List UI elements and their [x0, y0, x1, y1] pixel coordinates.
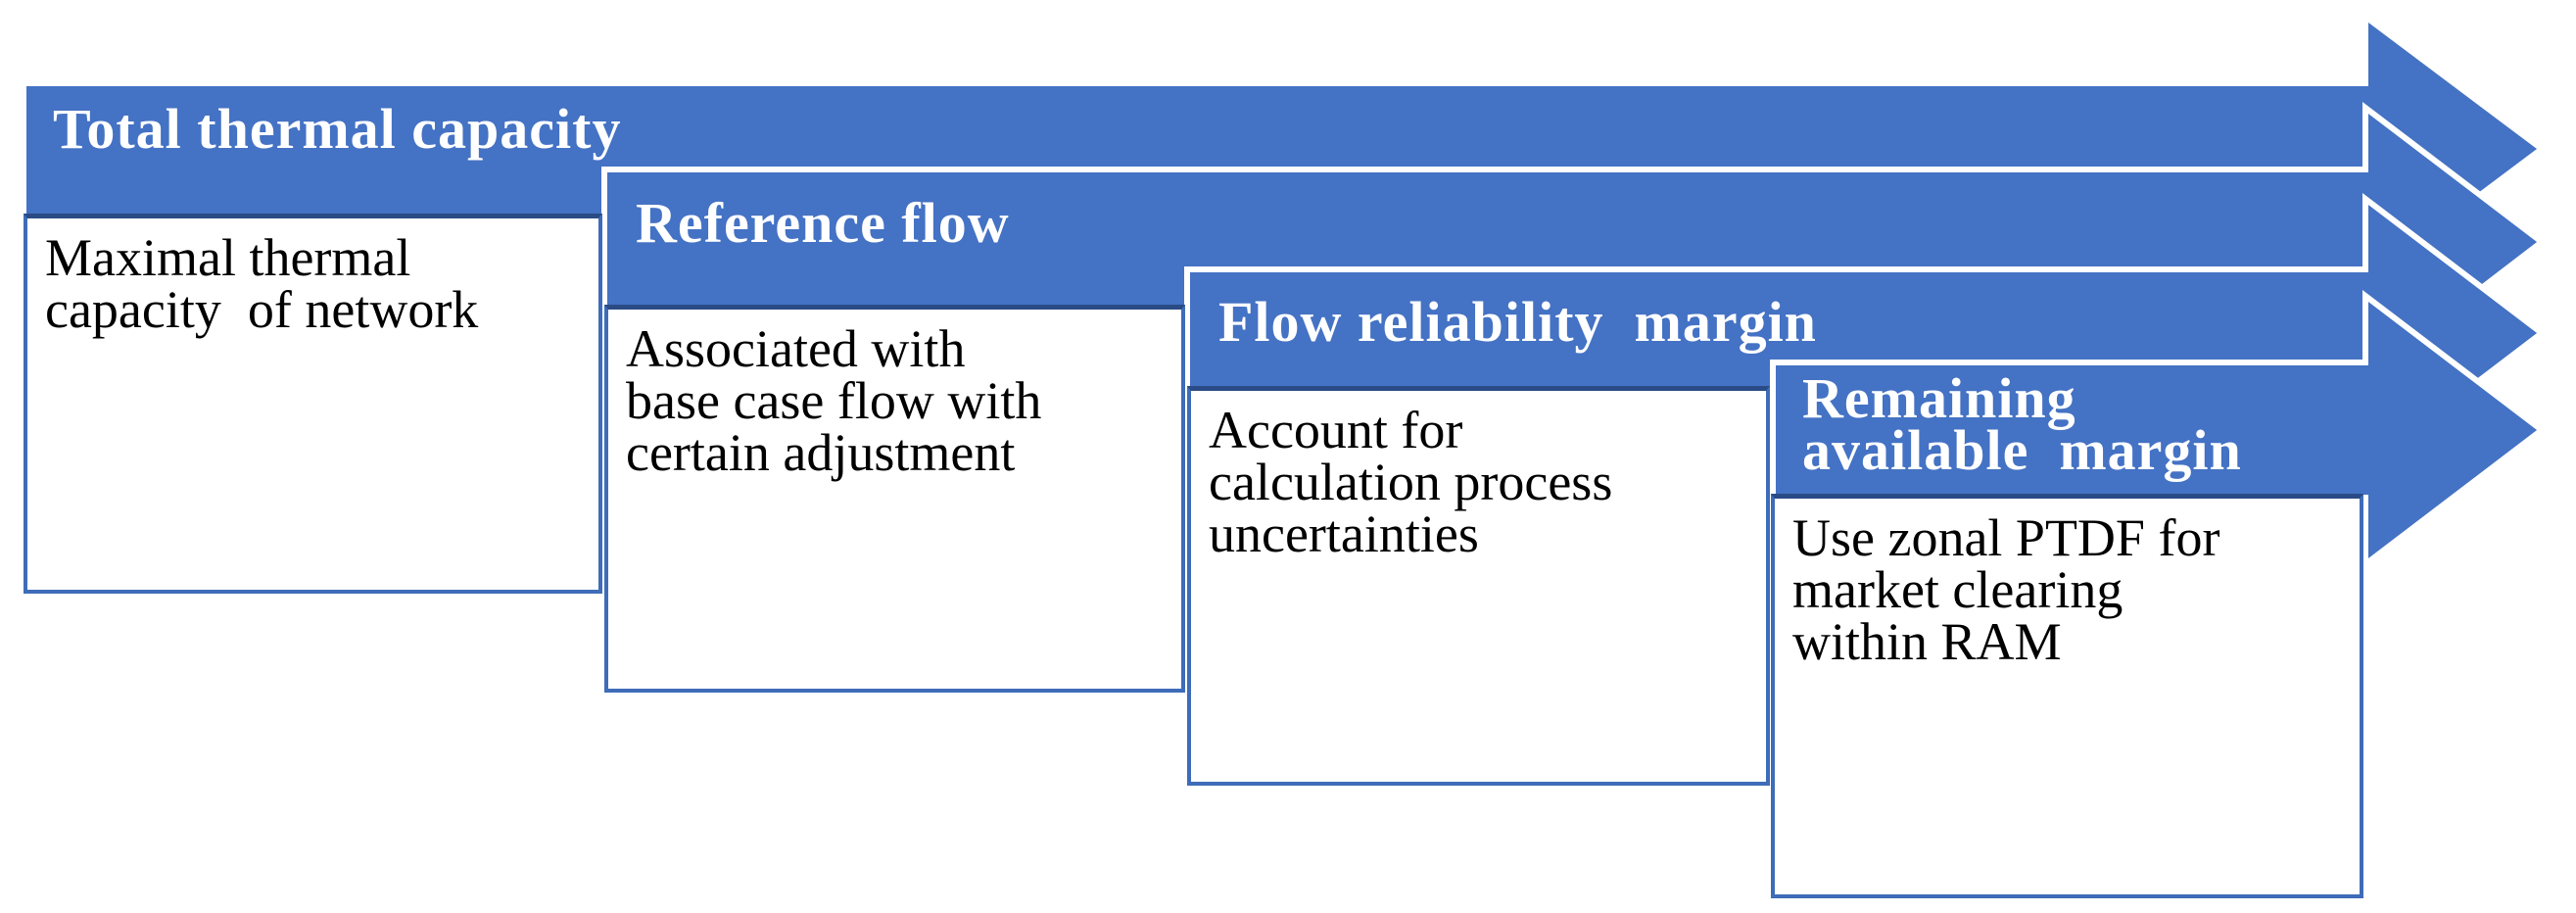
step-description-text: Use zonal PTDF for market clearing withi… — [1792, 508, 2220, 671]
step-description-box-total-thermal-capacity: Maximal thermal capacity of network — [24, 214, 602, 594]
step-description-text: Associated with base case flow with cert… — [626, 319, 1042, 482]
step-description-box-remaining-available-margin: Use zonal PTDF for market clearing withi… — [1771, 494, 2363, 898]
step-description-text: Account for calculation process uncertai… — [1209, 401, 1613, 563]
step-description-box-reference-flow: Associated with base case flow with cert… — [604, 305, 1185, 693]
step-description-box-flow-reliability-margin: Account for calculation process uncertai… — [1187, 386, 1770, 786]
step-description-text: Maximal thermal capacity of network — [45, 228, 479, 339]
